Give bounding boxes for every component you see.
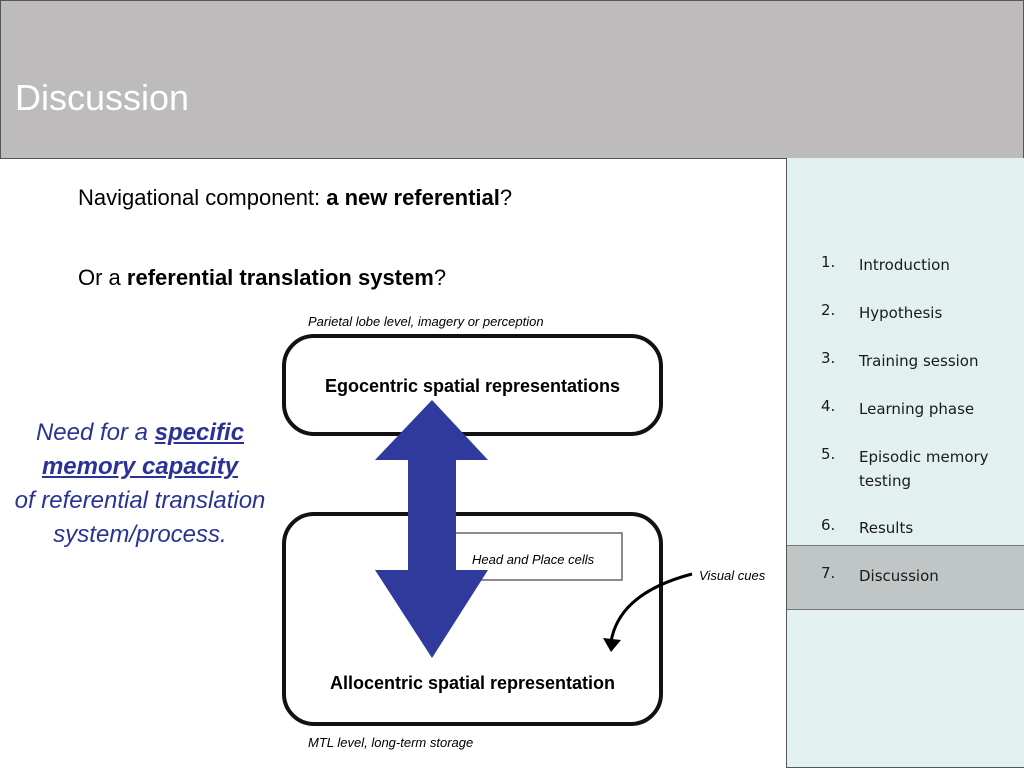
allocentric-label: Allocentric spatial representation: [329, 673, 616, 693]
question-2-bold: referential translation system: [126, 265, 434, 290]
toc-label: Learning phase: [859, 400, 975, 418]
toc-label: Introduction: [859, 256, 950, 274]
toc-label: Episodic memory testing: [859, 448, 989, 490]
question-line-2: Or a referential translation system?: [78, 265, 446, 291]
memory-capacity-note: Need for a specific memory capacity of r…: [8, 416, 272, 552]
toc-number: 4.: [821, 397, 836, 415]
question-line-1: Navigational component: a new referentia…: [78, 185, 512, 211]
toc-sidebar: 1. Introduction 2. Hypothesis 3. Training s…: [786, 158, 1024, 768]
egocentric-label: Egocentric spatial representations: [324, 376, 621, 396]
question-1-suffix: ?: [499, 185, 513, 210]
question-1-bold: a new referential: [326, 185, 500, 210]
question-2-suffix: ?: [433, 265, 447, 290]
toc-number: 3.: [821, 349, 836, 367]
toc-number: 2.: [821, 301, 836, 319]
visual-cues-label: Visual cues: [699, 568, 766, 583]
note-suffix: of referential translation system/proces…: [14, 487, 266, 548]
bottom-caption: MTL level, long-term storage: [308, 735, 474, 750]
toc-label: Results: [859, 519, 914, 537]
egocentric-box: [282, 334, 663, 436]
visual-cues-arrow: [609, 572, 693, 643]
question-2-prefix: Or a: [78, 265, 127, 290]
callout-text: Head and Place cells: [472, 552, 595, 567]
toc-number: 6.: [821, 516, 836, 534]
note-emphasis: specific memory capacity: [41, 419, 245, 480]
note-prefix: Need for a: [35, 419, 155, 446]
toc-number: 5.: [821, 445, 836, 463]
toc-number: 1.: [821, 253, 836, 271]
toc-label: Hypothesis: [859, 304, 943, 322]
double-arrow: [375, 400, 488, 658]
toc-label: Training session: [859, 352, 979, 370]
visual-cues-arrowhead: [603, 638, 621, 652]
toc-label: Discussion: [859, 567, 939, 585]
slide-title: Discussion: [15, 77, 190, 118]
question-1-prefix: Navigational component:: [78, 185, 327, 210]
top-caption: Parietal lobe level, imagery or percepti…: [308, 314, 544, 329]
toc-number: 7.: [821, 564, 836, 582]
slide-header: Discussion: [0, 0, 1024, 159]
toc-active-highlight: [787, 545, 1024, 610]
